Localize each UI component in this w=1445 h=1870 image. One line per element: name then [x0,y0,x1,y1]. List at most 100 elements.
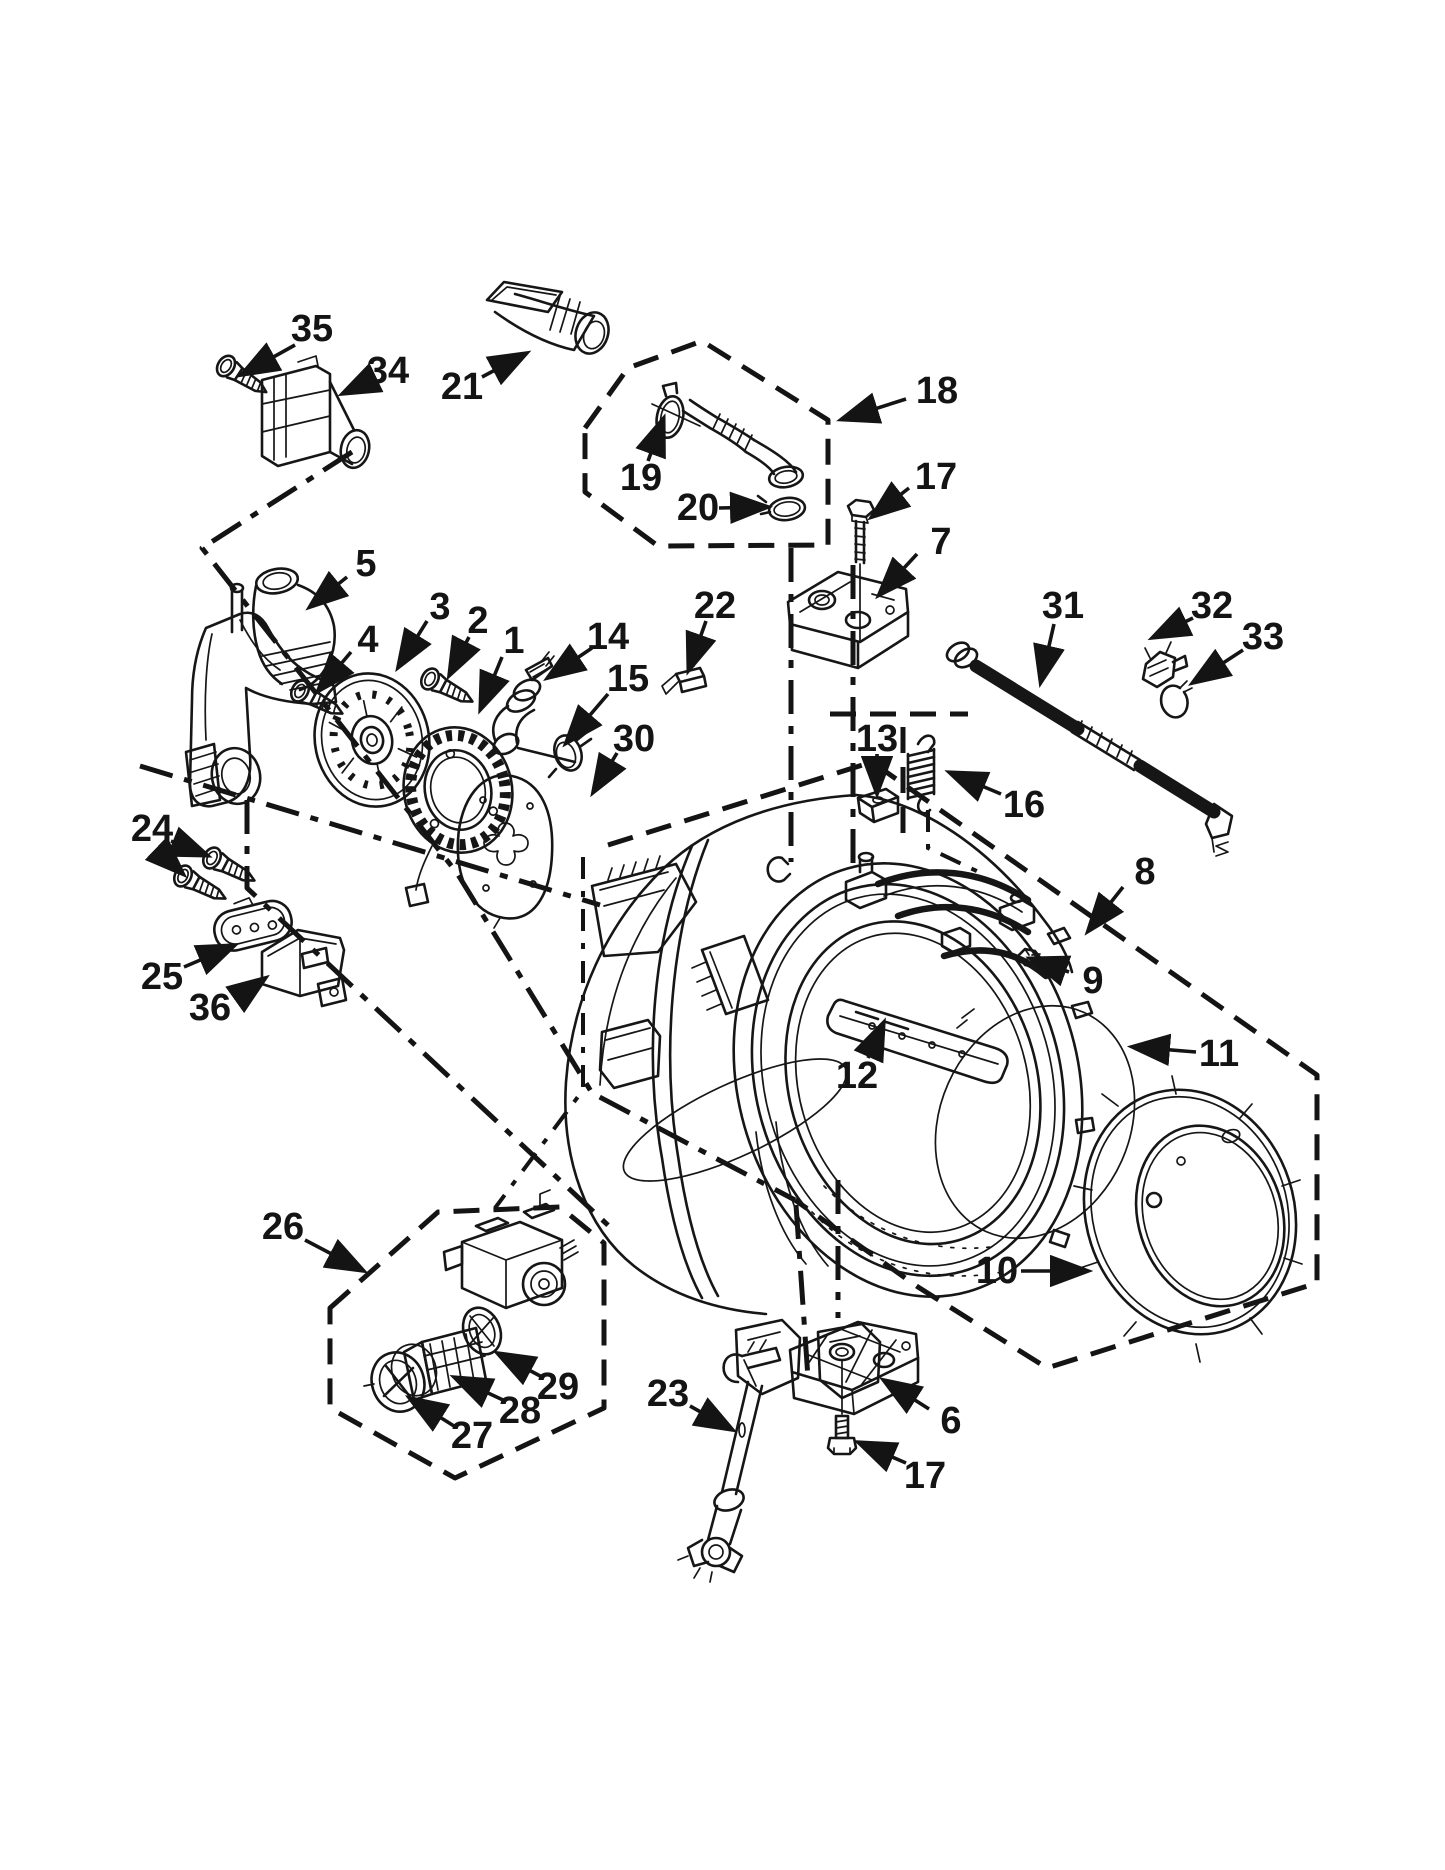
callout-31-label: 31 [1042,585,1084,627]
bellows-hose-18-part [681,398,805,489]
heat-sink-comb [691,934,770,1016]
callout-29-label: 29 [537,1366,579,1408]
callout-20-label: 20 [677,487,719,529]
centerline-filter-to-lower [199,449,797,1203]
callout-3-arrow [395,620,432,673]
callout-21-arrow [481,350,532,386]
callout-16-arrow [944,770,1002,802]
callout-23-arrow [689,1397,738,1433]
screw-2-part [416,664,479,713]
callout-8-arrow [1084,885,1125,936]
callout-35-label: 35 [291,308,333,350]
callout-10-label: 10 [976,1250,1018,1292]
callout-22-label: 22 [694,585,736,627]
callout-35-arrow [236,342,296,378]
centerline-corner-24 [244,800,613,1230]
door-gasket-11-part [934,1004,1136,1240]
callout-4-label: 4 [357,619,378,661]
callout-14-label: 14 [587,616,629,658]
callout-33-label: 33 [1242,616,1284,658]
callout-17-top-arrow [867,481,912,521]
tub-front-rim [732,862,1084,1298]
callout-12-label: 12 [836,1055,878,1097]
clamp-20-part [756,494,807,522]
callout-27-arrow [404,1395,455,1432]
clip-22-part [661,657,708,695]
callout-25-arrow [183,943,240,976]
callout-9-arrow [1025,955,1072,987]
callout-19-label: 19 [620,457,662,499]
callout-3-label: 3 [429,586,450,628]
callout-18-arrow [836,392,907,424]
callout-19-arrow [635,413,666,462]
damper-strut-23-part [677,1339,782,1583]
callout-9-label: 9 [1082,960,1103,1002]
callout-16-label: 16 [1003,784,1045,826]
callout-17-bottom-arrow [853,1440,907,1473]
callout-24-arrow-2 [144,836,188,878]
callout-7-arrow [875,552,919,600]
callout-11-arrow [1126,1033,1197,1067]
bolt-17-bottom-part [826,1359,858,1456]
callout-11-label: 11 [1199,1033,1239,1075]
callout-4-arrow [314,650,355,696]
callout-28-label: 28 [499,1390,541,1432]
tub-bracket-part [184,582,338,808]
callout-31-arrow [1033,623,1065,689]
callout-1-arrow [478,656,510,715]
callout-18-label: 18 [916,370,958,412]
callout-28-arrow [449,1374,504,1408]
stator-1-part [402,726,514,908]
air-trap-funnel-21-part [485,280,610,355]
terminal-box [590,855,698,958]
clip-13-part [856,787,900,824]
callout-34-label: 34 [367,350,409,392]
callout-29-arrow [492,1350,543,1386]
callout-13-label: 13 [856,718,898,760]
clip-32-part [1141,641,1189,689]
shield-plate-30-part [456,773,554,929]
callout-14-arrow [543,643,594,682]
callout-32-arrow [1147,606,1194,641]
callout-24-arrow-1 [166,826,213,858]
callout-26-label: 26 [262,1206,304,1248]
callout-17-top-label: 17 [915,456,957,498]
cover-25-part [213,897,293,952]
callout-36-arrow [225,974,270,1014]
callout-30-arrow [590,751,627,798]
pump-group-26-boundary [327,1204,607,1481]
callout-24-label: 24 [131,808,173,850]
callout-15-arrow [562,692,610,748]
callout-5-arrow [305,570,350,611]
callout-5-label: 5 [355,543,376,585]
callout-22-arrow [685,620,717,676]
callout-30-label: 30 [613,718,655,760]
callout-6-label: 6 [940,1400,961,1442]
screw-35-part [211,351,274,403]
callout-32-label: 32 [1191,585,1233,627]
callout-20-arrow [718,491,774,524]
callout-21-label: 21 [441,366,483,408]
centerline-left-vertical [493,857,585,1210]
seal-ring-29-part [461,1306,503,1356]
callout-26-arrow [304,1238,369,1274]
rotor-3-part [313,672,431,808]
ring-clamp-33-part [1159,680,1193,719]
callout-15-label: 15 [607,658,649,700]
counterweight-6-part [788,1320,920,1416]
noise-filter-34-part [260,355,371,470]
callout-12-arrow [853,1017,886,1064]
callout-17-bottom-label: 17 [904,1455,946,1497]
callout-25-label: 25 [141,956,183,998]
spring-16-part [906,734,936,815]
retainer-clip-on-tub [766,856,792,883]
drain-pump-26-assembly [363,1189,579,1413]
callout-27-label: 27 [451,1415,493,1457]
callout-34-arrow [337,362,384,397]
drain-hose-31-part [945,641,1234,857]
door-group-8-boundary [607,759,1320,1371]
counterweight-7-part [786,570,910,670]
callout-7-label: 7 [930,521,951,563]
callout-33-arrow [1187,648,1244,686]
